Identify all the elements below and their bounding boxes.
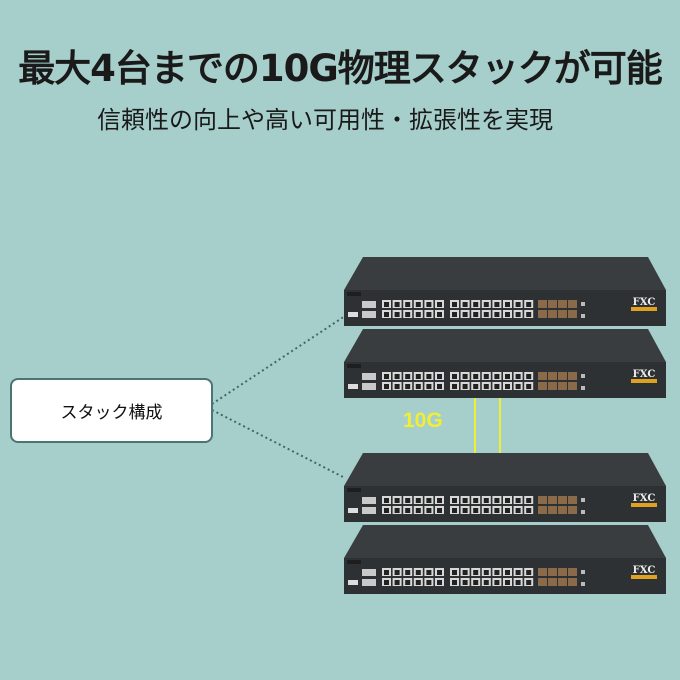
- svg-text:FXC: FXC: [633, 369, 656, 380]
- network-switch: FXC: [343, 452, 667, 522]
- network-switch: FXC: [343, 256, 667, 326]
- svg-text:FXC: FXC: [633, 565, 656, 576]
- network-switch: FXC: [343, 524, 667, 594]
- svg-text:FXC: FXC: [633, 297, 656, 308]
- stack-config-callout: スタック構成: [10, 378, 213, 443]
- callout-label: スタック構成: [60, 403, 163, 423]
- network-switch: FXC: [343, 328, 667, 398]
- dotted-line-upper: [211, 315, 346, 405]
- subheadline: 信頼性の向上や高い可用性・拡張性を実現: [97, 106, 553, 134]
- link-speed-label: 10G: [403, 409, 443, 432]
- dotted-line-lower: [211, 409, 346, 479]
- headline: 最大4台までの10G物理スタックが可能: [18, 47, 663, 90]
- svg-text:FXC: FXC: [633, 493, 656, 504]
